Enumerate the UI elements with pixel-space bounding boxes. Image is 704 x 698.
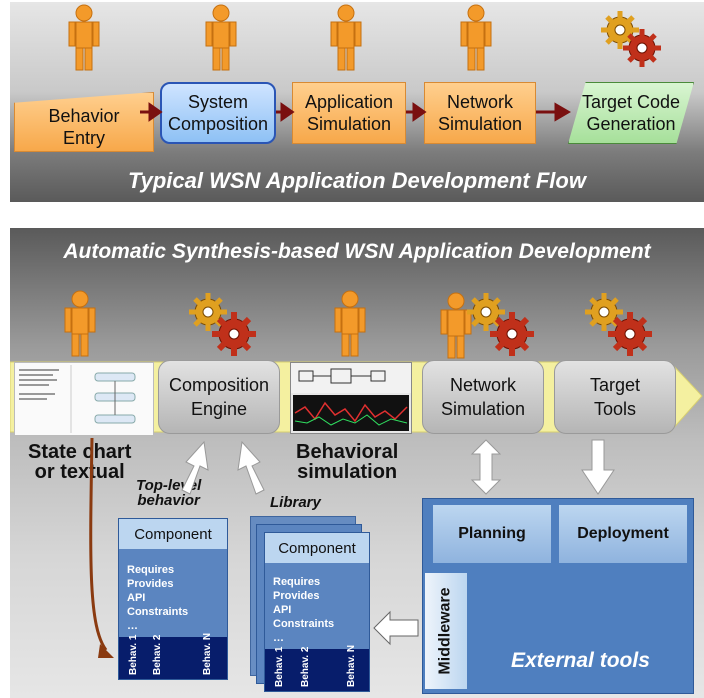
behavior-row: Behav. 1 Behav. 2 Behav. N	[265, 645, 369, 691]
behav-n-label: Behav. N	[202, 632, 213, 675]
gear-icon	[189, 293, 256, 356]
component-attributes: Requires Provides API Constraints …	[273, 575, 334, 645]
behavioral-simulation-thumbnail	[290, 362, 412, 434]
component-title: Component	[265, 533, 369, 563]
library-component: Component Requires Provides API Constrai…	[264, 532, 370, 692]
typical-flow-title: Typical WSN Application Development Flow	[128, 168, 586, 193]
state-chart-image	[19, 365, 136, 433]
behavioral-simulation-label: Behavioral simulation	[296, 441, 399, 483]
behav-2-label: Behav. 2	[152, 634, 163, 675]
person-icon	[440, 292, 472, 359]
person-icon	[205, 4, 237, 71]
constraints-label: Constraints	[127, 606, 189, 618]
system-composition-box: System Composition	[160, 82, 276, 144]
behav-1-label: Behav. 1	[274, 646, 285, 687]
component-attributes: Requires Provides API Constraints …	[127, 563, 188, 633]
behav-2-label: Behav. 2	[300, 646, 311, 687]
ellipsis-label: …	[127, 620, 138, 632]
flow-arrows	[140, 102, 571, 122]
deployment-box: Deployment	[559, 505, 687, 563]
library-arrow	[373, 610, 419, 646]
person-icon	[64, 290, 96, 357]
middleware-label: Middleware	[437, 587, 455, 675]
person-icon	[460, 4, 492, 71]
network-simulation-box: Network Simulation	[424, 82, 536, 144]
component-title: Component	[119, 519, 227, 549]
state-chart-arrow	[89, 437, 114, 658]
external-arrows	[470, 439, 615, 495]
library-label: Library	[270, 494, 321, 511]
state-chart-thumbnail	[14, 362, 154, 436]
application-simulation-box: Application Simulation	[292, 82, 406, 144]
person-icon	[330, 4, 362, 71]
input-arrows	[181, 440, 265, 495]
top-level-component: Component Requires Provides API Constrai…	[118, 518, 228, 680]
constraints-label: Constraints	[273, 618, 335, 630]
behavior-row: Behav. 1 Behav. 2 Behav. N	[119, 633, 227, 679]
planning-box: Planning	[433, 505, 551, 563]
provides-label: Provides	[273, 590, 320, 602]
behav-1-label: Behav. 1	[128, 634, 139, 675]
composition-engine-box: Composition Engine	[158, 360, 280, 434]
gear-icon	[585, 293, 652, 356]
synthesis-title: Automatic Synthesis-based WSN Applicatio…	[63, 240, 651, 263]
ellipsis-label: …	[273, 632, 284, 644]
person-icon	[68, 4, 100, 71]
middleware-box: Middleware	[425, 573, 467, 689]
api-label: API	[127, 592, 146, 604]
external-tools-box: Planning Deployment Middleware External …	[422, 498, 694, 694]
target-code-generation-box: Target Code Generation	[568, 82, 694, 144]
requires-label: Requires	[273, 576, 321, 588]
external-tools-label: External tools	[511, 649, 650, 672]
provides-label: Provides	[127, 578, 174, 590]
requires-label: Requires	[127, 564, 175, 576]
person-icon	[334, 290, 366, 357]
target-tools-box: Target Tools	[554, 360, 676, 434]
gear-icon	[601, 11, 661, 67]
behav-n-label: Behav. N	[346, 644, 357, 687]
simulation-image	[291, 363, 411, 431]
api-label: API	[273, 604, 292, 616]
gear-icon	[467, 293, 534, 356]
network-simulation-box: Network Simulation	[422, 360, 544, 434]
